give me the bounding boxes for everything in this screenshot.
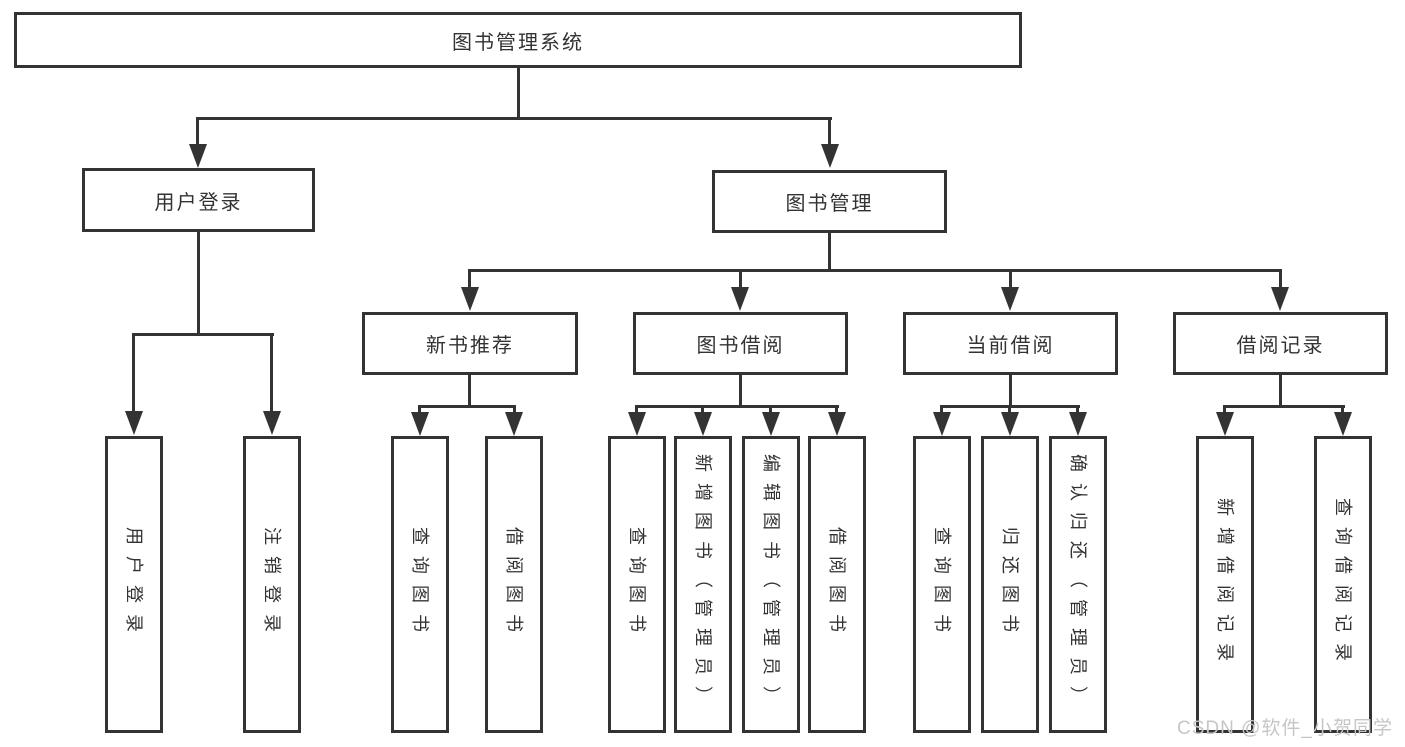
node-leaf-borrow-books-recommend: 借阅图书 — [485, 436, 543, 733]
node-root-label: 图书管理系统 — [452, 31, 584, 54]
node-leaf-add-books-admin: 新增图书（管理员） — [674, 436, 732, 733]
arrowhead-down — [762, 412, 780, 436]
node-book-borrowing: 图书借阅 — [633, 312, 848, 375]
connector-stem — [468, 269, 471, 289]
connector-borrow-record-distributor — [1223, 405, 1345, 408]
connector-stem — [418, 405, 421, 417]
arrowhead-down — [828, 412, 846, 436]
arrowhead-down — [1271, 287, 1289, 311]
connector-stem — [769, 405, 772, 417]
arrowhead-down — [263, 411, 281, 435]
node-label: 查询图书 — [410, 526, 430, 643]
connector-root-stem — [517, 66, 520, 119]
node-label: 借阅图书 — [827, 526, 847, 643]
arrowhead-down — [694, 412, 712, 436]
node-current-borrowing: 当前借阅 — [903, 312, 1118, 375]
node-leaf-return-books: 归还图书 — [981, 436, 1039, 733]
arrowhead-down — [1001, 287, 1019, 311]
node-leaf-logout: 注销登录 — [243, 436, 301, 733]
connector-user-login-distributor — [132, 333, 274, 336]
arrowhead-down — [821, 144, 839, 168]
connector-stem — [635, 405, 638, 417]
arrowhead-down — [731, 287, 749, 311]
arrowhead-down — [1334, 412, 1352, 436]
node-label: 确认归还（管理员） — [1068, 454, 1088, 715]
node-label: 新增借阅记录 — [1215, 497, 1235, 672]
node-leaf-query-borrow-record: 查询借阅记录 — [1314, 436, 1372, 733]
arrowhead-down — [505, 412, 523, 436]
connector-book-mgmt-stem — [828, 232, 831, 272]
node-label: 查询借阅记录 — [1333, 497, 1353, 672]
connector-current-borrow-stem — [1009, 373, 1012, 408]
arrowhead-down — [1216, 412, 1234, 436]
connector-book-borrow-distributor — [635, 405, 839, 408]
connector-stem — [739, 269, 742, 289]
node-label: 归还图书 — [1000, 526, 1020, 643]
node-label: 借阅记录 — [1236, 335, 1325, 357]
connector-stem — [828, 117, 831, 147]
connector-stem — [1009, 269, 1012, 289]
connector-stem — [513, 405, 516, 417]
node-label: 注销登录 — [262, 526, 282, 643]
connector-borrow-record-stem — [1279, 373, 1282, 408]
node-label: 当前借阅 — [966, 335, 1055, 357]
connector-stem — [835, 405, 838, 417]
arrowhead-down — [411, 412, 429, 436]
arrowhead-down — [1001, 412, 1019, 436]
node-leaf-confirm-return-admin: 确认归还（管理员） — [1049, 436, 1107, 733]
connector-stem — [132, 333, 135, 413]
node-new-book-recommend: 新书推荐 — [362, 312, 578, 375]
node-leaf-query-books-recommend: 查询图书 — [391, 436, 449, 733]
node-leaf-add-borrow-record: 新增借阅记录 — [1196, 436, 1254, 733]
node-book-management: 图书管理 — [712, 170, 947, 233]
node-user-login: 用户登录 — [82, 168, 315, 232]
node-label: 查询图书 — [932, 526, 952, 643]
arrowhead-down — [125, 411, 143, 435]
arrowhead-down — [933, 412, 951, 436]
connector-book-borrow-stem — [739, 373, 742, 408]
arrowhead-down — [461, 287, 479, 311]
node-label: 编辑图书（管理员） — [761, 454, 781, 715]
node-borrowing-records: 借阅记录 — [1173, 312, 1388, 375]
node-leaf-user-login: 用户登录 — [105, 436, 163, 733]
node-leaf-edit-books-admin: 编辑图书（管理员） — [742, 436, 800, 733]
connector-stem — [1223, 405, 1226, 417]
arrowhead-down — [1069, 412, 1087, 436]
node-label: 查询图书 — [627, 526, 647, 643]
node-label: 用户登录 — [154, 191, 243, 214]
node-label: 新增图书（管理员） — [693, 454, 713, 715]
node-root: 图书管理系统 — [14, 12, 1022, 68]
connector-new-book-stem — [468, 373, 471, 408]
arrowhead-down — [189, 144, 207, 168]
node-label: 用户登录 — [124, 526, 144, 643]
connector-stem — [1279, 269, 1282, 289]
connector-user-login-stem — [197, 231, 200, 335]
connector-new-book-distributor — [418, 405, 516, 408]
connector-root-distributor — [196, 117, 832, 120]
connector-stem — [1341, 405, 1344, 417]
node-leaf-query-books-borrowing: 查询图书 — [608, 436, 666, 733]
connector-stem — [701, 405, 704, 417]
node-label: 借阅图书 — [504, 526, 524, 643]
connector-stem — [940, 405, 943, 417]
csdn-watermark: CSDN @软件_小贺同学 — [1177, 718, 1393, 739]
node-leaf-borrow-books-borrowing: 借阅图书 — [808, 436, 866, 733]
node-leaf-query-books-current: 查询图书 — [913, 436, 971, 733]
node-label: 新书推荐 — [426, 335, 514, 357]
connector-stem — [1076, 405, 1079, 417]
connector-stem — [270, 333, 273, 413]
node-label: 图书管理 — [785, 193, 874, 215]
node-label: 图书借阅 — [696, 335, 785, 357]
connector-stem — [196, 117, 199, 147]
arrowhead-down — [628, 412, 646, 436]
connector-stem — [1008, 405, 1011, 417]
connector-book-mgmt-distributor — [469, 269, 1282, 272]
